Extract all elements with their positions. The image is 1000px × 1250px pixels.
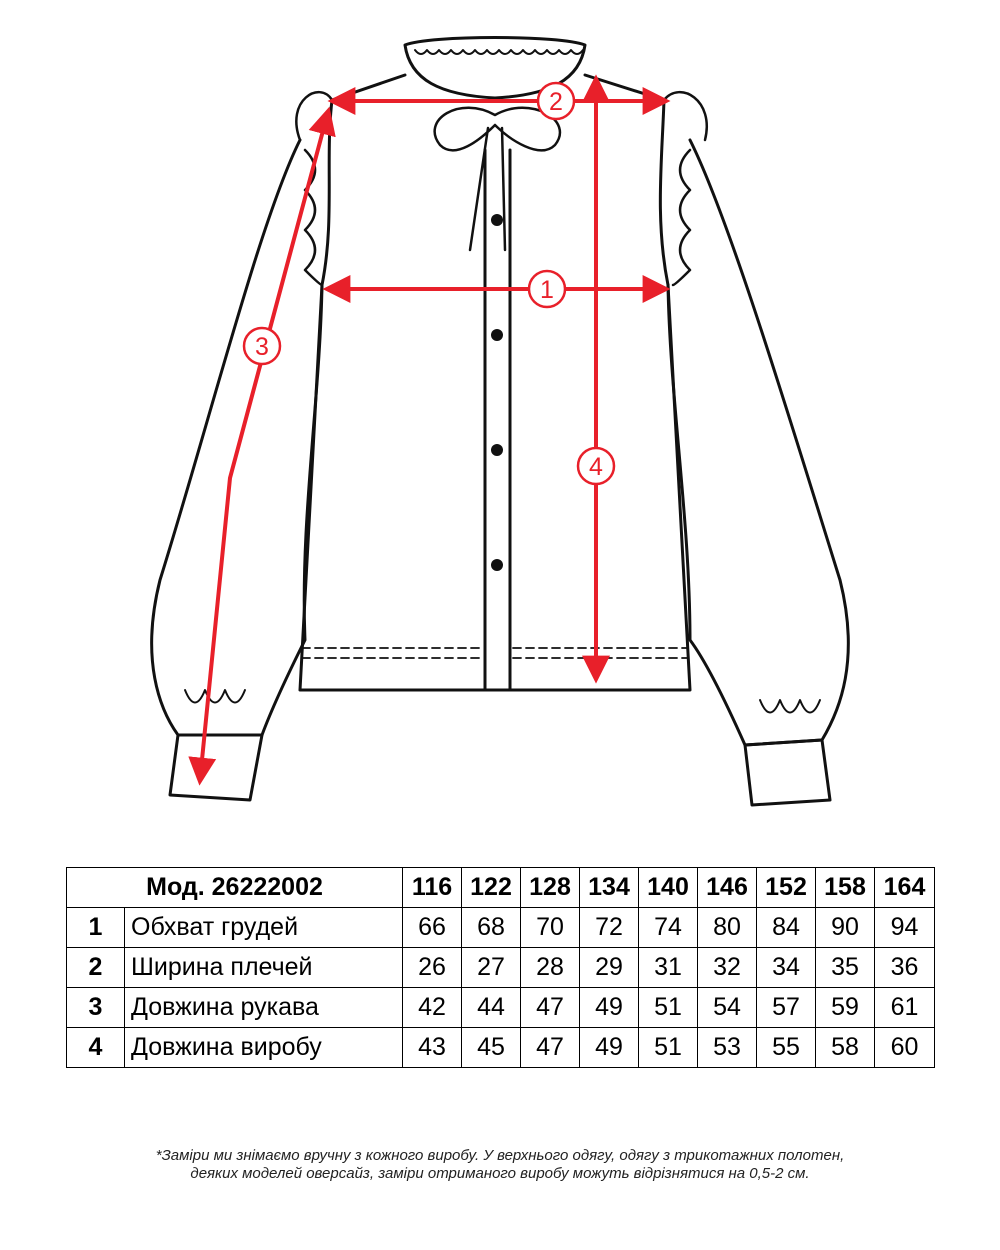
marker-4: 4 xyxy=(576,446,616,486)
table-cell: 51 xyxy=(638,1027,699,1068)
table-cell: 29 xyxy=(579,947,640,988)
row-index: 3 xyxy=(66,987,125,1028)
table-row: 3 Довжина рукава 42 44 47 49 51 54 57 59… xyxy=(66,987,936,1028)
table-cell: 68 xyxy=(461,907,522,948)
table-cell: 58 xyxy=(815,1027,876,1068)
size-header: 116 xyxy=(402,867,463,908)
blouse-diagram: 1 2 3 4 xyxy=(150,36,850,807)
table-cell: 35 xyxy=(815,947,876,988)
size-header: 152 xyxy=(756,867,817,908)
size-header: 122 xyxy=(461,867,522,908)
table-row: 2 Ширина плечей 26 27 28 29 31 32 34 35 … xyxy=(66,947,936,988)
hem-stitching xyxy=(301,647,689,659)
table-cell: 66 xyxy=(402,907,463,948)
collar xyxy=(403,36,587,100)
row-name: Довжина рукава xyxy=(123,987,404,1028)
sleeve-line xyxy=(188,106,336,786)
buttons xyxy=(491,214,503,571)
collar-lace xyxy=(414,49,584,55)
measurement-lines xyxy=(188,74,671,786)
model-label: Мод. 26222002 xyxy=(65,867,404,908)
marker-1-label: 1 xyxy=(540,276,554,304)
table-header-row: Мод. 26222002 116 122 128 134 140 146 15… xyxy=(65,867,936,908)
blouse-shoulders xyxy=(320,73,670,287)
table-cell: 26 xyxy=(402,947,463,988)
row-name: Довжина виробу xyxy=(123,1027,404,1068)
right-cuff xyxy=(743,738,832,807)
table-row: 4 Довжина виробу 43 45 47 49 51 53 55 58… xyxy=(66,1027,936,1068)
blouse-body xyxy=(298,283,692,692)
left-cuff xyxy=(168,733,264,802)
table-cell: 54 xyxy=(697,987,758,1028)
right-ruffle xyxy=(662,90,708,287)
table-cell: 57 xyxy=(756,987,817,1028)
size-header: 164 xyxy=(874,867,936,908)
marker-2: 2 xyxy=(536,81,576,121)
table-cell: 49 xyxy=(579,987,640,1028)
table-cell: 84 xyxy=(756,907,817,948)
size-header: 128 xyxy=(520,867,581,908)
table-cell: 94 xyxy=(874,907,936,948)
right-sleeve-gathers xyxy=(759,699,821,714)
table-cell: 43 xyxy=(402,1027,463,1068)
table-cell: 34 xyxy=(756,947,817,988)
table-cell: 42 xyxy=(402,987,463,1028)
table-cell: 80 xyxy=(697,907,758,948)
table-cell: 70 xyxy=(520,907,581,948)
marker-1: 1 xyxy=(527,269,567,309)
row-name: Обхват грудей xyxy=(123,907,404,948)
table-row: 1 Обхват грудей 66 68 70 72 74 80 84 90 … xyxy=(66,907,936,948)
table-cell: 49 xyxy=(579,1027,640,1068)
size-header: 140 xyxy=(638,867,699,908)
placket xyxy=(483,148,512,692)
table-cell: 60 xyxy=(874,1027,936,1068)
right-sleeve xyxy=(666,138,850,747)
size-header: 158 xyxy=(815,867,876,908)
table-cell: 31 xyxy=(638,947,699,988)
table-cell: 45 xyxy=(461,1027,522,1068)
row-index: 4 xyxy=(66,1027,125,1068)
left-sleeve-gathers xyxy=(184,689,246,704)
table-cell: 28 xyxy=(520,947,581,988)
table-cell: 27 xyxy=(461,947,522,988)
footnote: *Заміри ми знімаємо вручну з кожного вир… xyxy=(40,1147,960,1183)
blouse-outline xyxy=(150,36,850,807)
table-cell: 72 xyxy=(579,907,640,948)
table-cell: 47 xyxy=(520,987,581,1028)
size-header: 134 xyxy=(579,867,640,908)
table-cell: 32 xyxy=(697,947,758,988)
table-cell: 61 xyxy=(874,987,936,1028)
marker-3: 3 xyxy=(242,326,282,366)
table-cell: 53 xyxy=(697,1027,758,1068)
marker-2-label: 2 xyxy=(549,88,563,116)
row-index: 1 xyxy=(66,907,125,948)
table-cell: 47 xyxy=(520,1027,581,1068)
size-table: Мод. 26222002 116 122 128 134 140 146 15… xyxy=(65,867,936,1068)
marker-3-label: 3 xyxy=(255,333,269,361)
table-cell: 55 xyxy=(756,1027,817,1068)
table-cell: 59 xyxy=(815,987,876,1028)
row-index: 2 xyxy=(66,947,125,988)
table-cell: 36 xyxy=(874,947,936,988)
size-header: 146 xyxy=(697,867,758,908)
table-cell: 90 xyxy=(815,907,876,948)
marker-4-label: 4 xyxy=(589,453,603,481)
measurement-markers: 1 2 3 4 xyxy=(242,81,616,486)
footnote-line-1: *Заміри ми знімаємо вручну з кожного вир… xyxy=(155,1147,845,1164)
footnote-line-2: деяких моделей оверсайз, заміри отримано… xyxy=(190,1165,810,1182)
table-cell: 44 xyxy=(461,987,522,1028)
table-cell: 51 xyxy=(638,987,699,1028)
table-cell: 74 xyxy=(638,907,699,948)
bow xyxy=(433,106,562,252)
row-name: Ширина плечей xyxy=(123,947,404,988)
